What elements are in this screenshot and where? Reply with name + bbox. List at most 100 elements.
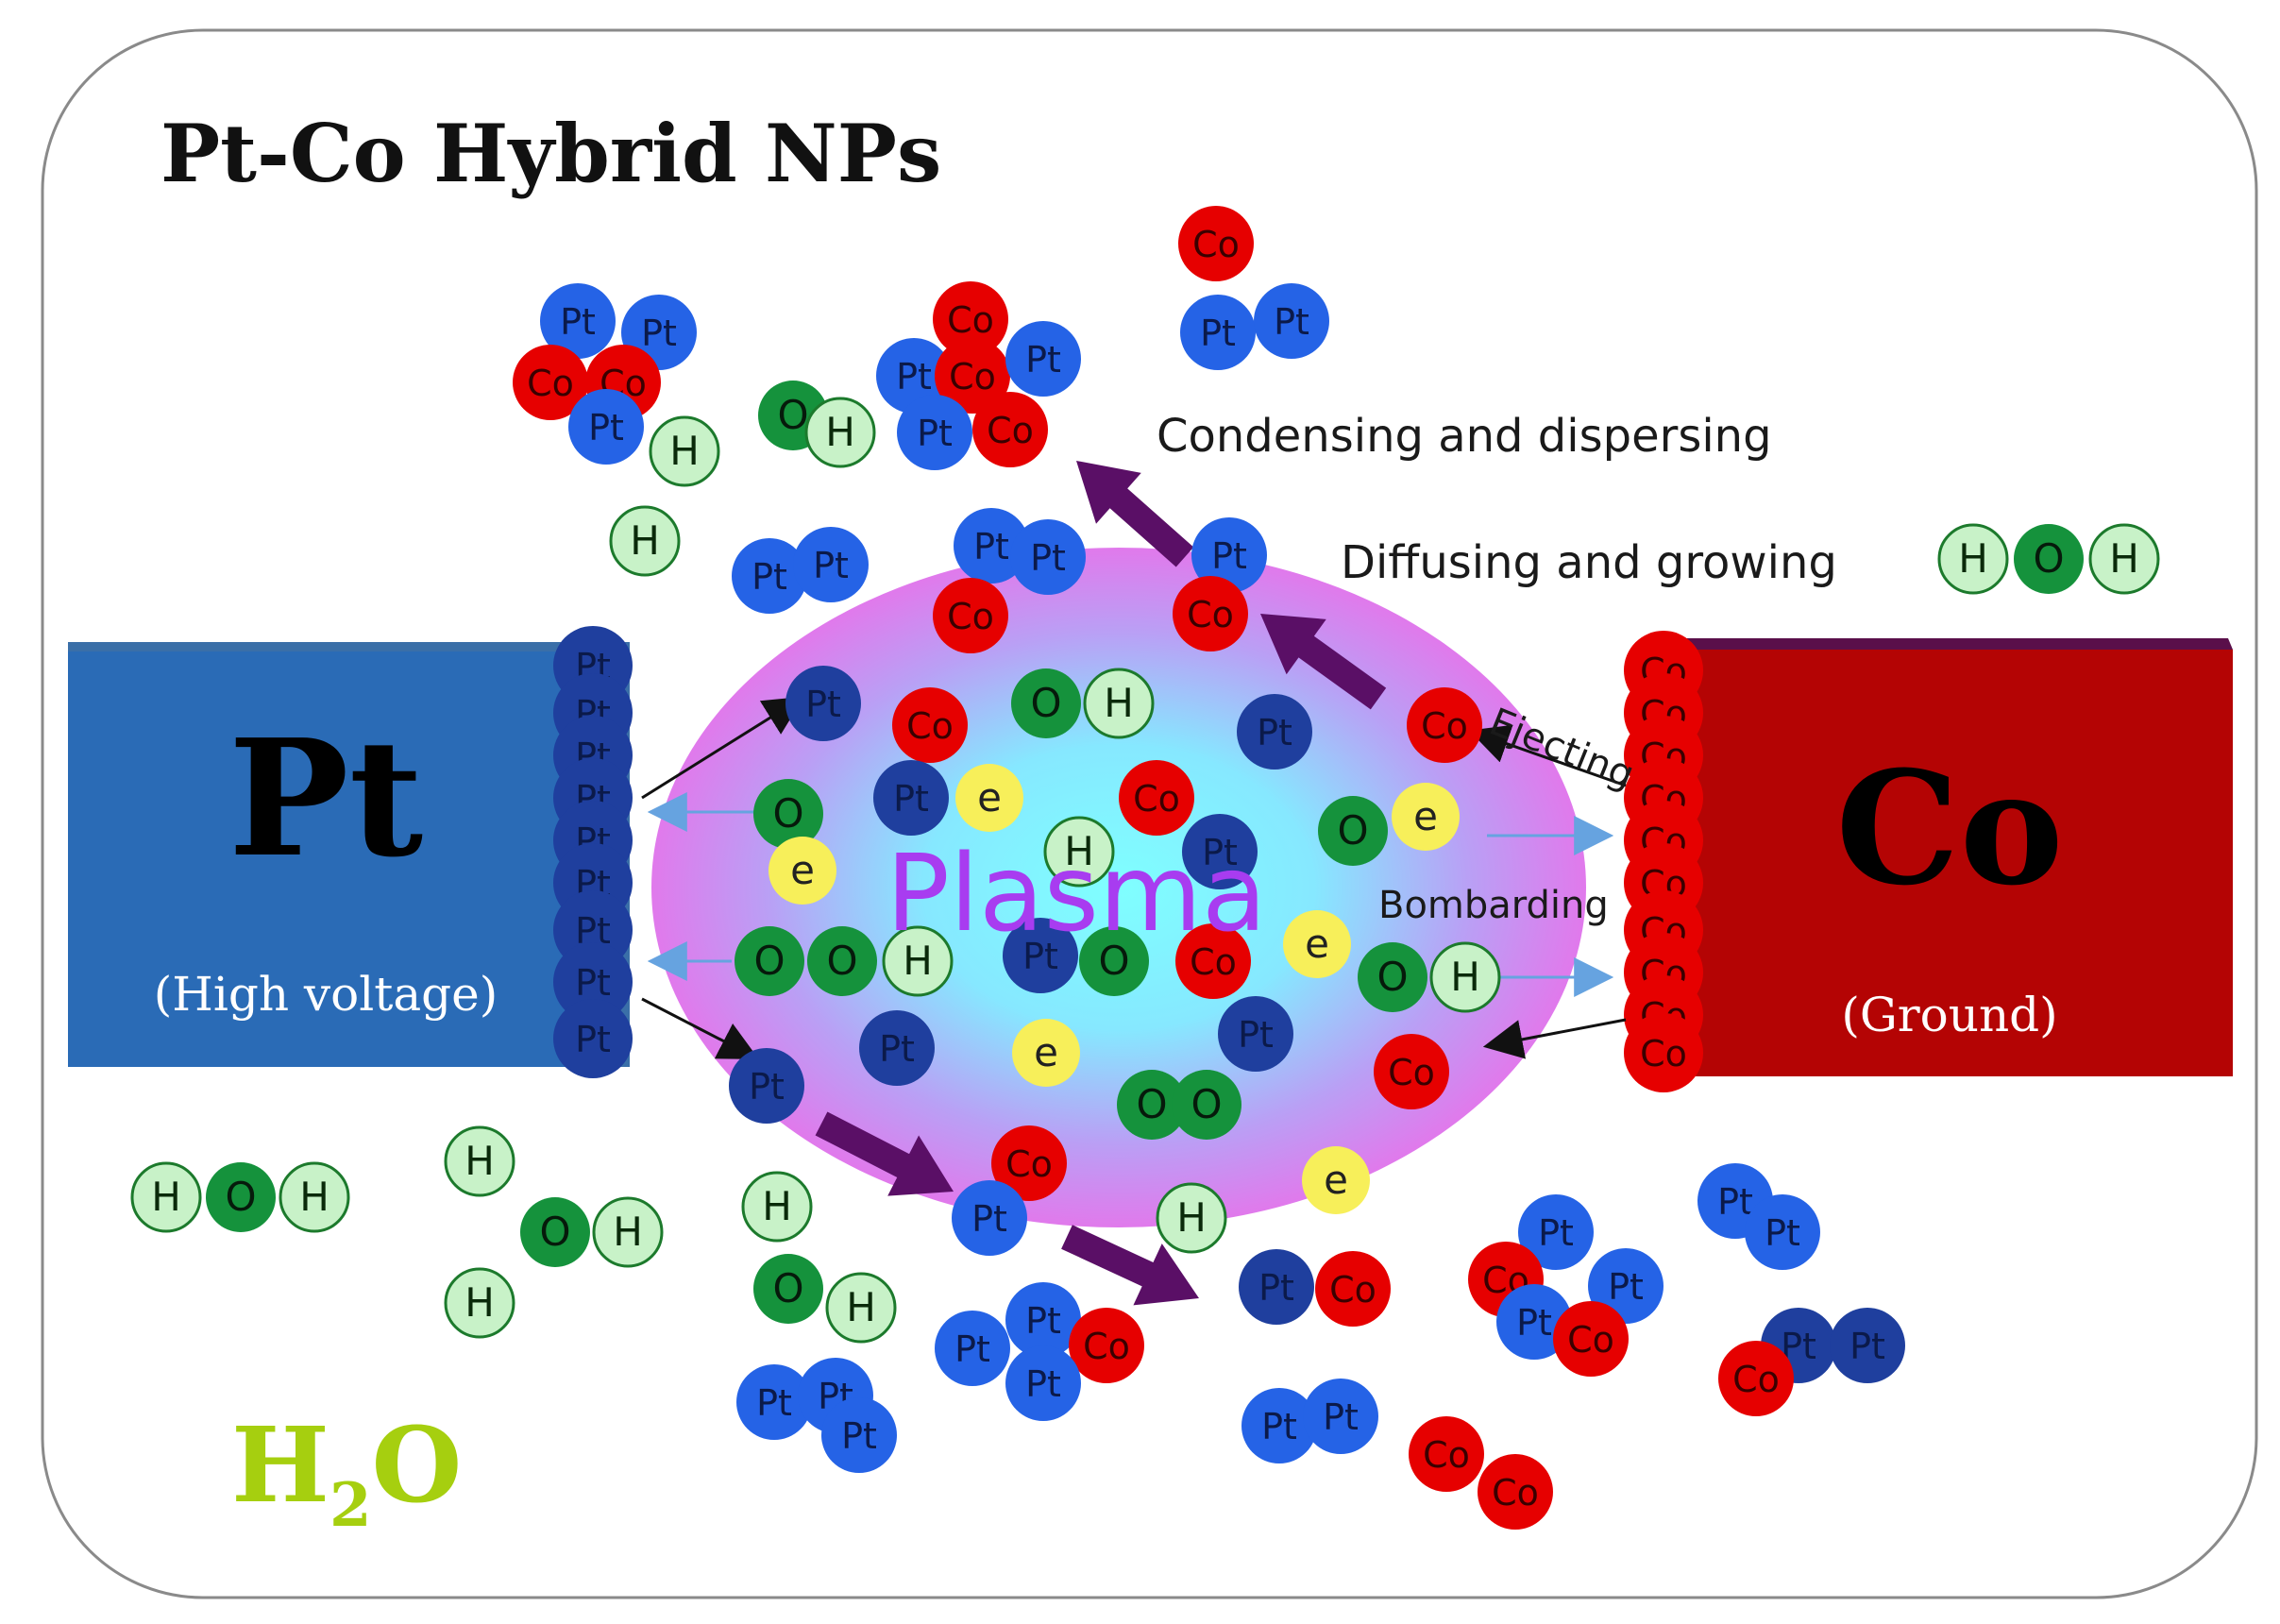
- atom-symbol: Pt: [1323, 1396, 1359, 1438]
- atom-symbol: Co: [1567, 1319, 1614, 1361]
- co-atom: Co: [991, 1125, 1067, 1201]
- o-atom: O: [206, 1162, 276, 1232]
- h-atom: H: [741, 1171, 813, 1243]
- label-diffusing: Diffusing and growing: [1341, 536, 1837, 589]
- co-atom: Co: [933, 578, 1008, 653]
- co-atom: Co: [935, 338, 1010, 414]
- e-atom: e: [1012, 1019, 1080, 1087]
- co-surface-atoms: CoCoCoCoCoCoCoCoCoCo: [1624, 631, 1703, 1092]
- pt-atom: Pt: [793, 527, 869, 602]
- atom-symbol: e: [977, 774, 1002, 820]
- pt-atom: Pt: [876, 338, 952, 414]
- atom-symbol: O: [2033, 535, 2064, 582]
- atom-symbol: H: [762, 1183, 792, 1229]
- atom-symbol: Pt: [896, 356, 932, 398]
- atom-symbol: O: [753, 938, 785, 984]
- pt-atom: Pt: [1005, 1345, 1081, 1421]
- atom-symbol: O: [826, 938, 857, 984]
- atom-symbol: Co: [1732, 1359, 1780, 1400]
- pt-atom: Pt: [954, 508, 1029, 584]
- plasma-label: Plasma: [886, 833, 1266, 956]
- atom-symbol: Pt: [1717, 1181, 1753, 1223]
- h-atom: H: [1429, 941, 1501, 1013]
- e-atom: e: [1283, 910, 1351, 978]
- pt-atom: Pt: [729, 1048, 804, 1124]
- atom-symbol: Co: [1329, 1269, 1376, 1311]
- atom-symbol: H: [2109, 535, 2139, 582]
- atom-symbol: Pt: [1025, 1363, 1061, 1405]
- pt-atom: Pt: [732, 538, 807, 614]
- atom-symbol: Pt: [1022, 936, 1058, 977]
- e-atom: e: [768, 837, 836, 905]
- left-electrode-note: (High voltage): [154, 967, 498, 1022]
- o-atom: O: [753, 779, 823, 849]
- pt-atom: Pt: [873, 760, 949, 836]
- o-atom: O: [1011, 668, 1081, 738]
- atom-symbol: H: [1450, 954, 1480, 1000]
- atom-symbol: Co: [1388, 1052, 1435, 1093]
- pt-atom: Pt: [1254, 283, 1329, 359]
- h-atom: H: [609, 505, 681, 577]
- atom-symbol: Co: [947, 596, 994, 637]
- atom-symbol: Pt: [756, 1382, 792, 1424]
- co-atom: Co: [892, 687, 968, 763]
- atom-symbol: Co: [906, 705, 954, 747]
- pt-atom: Pt: [540, 283, 616, 359]
- atom-symbol: Pt: [893, 778, 929, 820]
- atom-symbol: Pt: [813, 545, 849, 586]
- atom-symbol: Co: [1492, 1472, 1539, 1514]
- o-atom: O: [1117, 1070, 1187, 1140]
- atom-symbol: H: [1958, 535, 1988, 582]
- o-atom: O: [1079, 926, 1149, 996]
- pt-atom: Pt: [1830, 1308, 1905, 1383]
- atom-symbol: Co: [1187, 594, 1234, 635]
- atom-symbol: Pt: [1202, 832, 1238, 873]
- co-atom: Co: [1374, 1034, 1449, 1109]
- pt-atom: Pt: [553, 999, 633, 1078]
- atom-symbol: O: [1030, 680, 1061, 726]
- purple-arrow: [1061, 1225, 1199, 1306]
- pt-atom: Pt: [1191, 517, 1267, 593]
- pt-atom: Pt: [568, 389, 644, 465]
- atom-symbol: O: [777, 392, 808, 438]
- pt-atom: Pt: [1518, 1194, 1594, 1270]
- purple-arrow: [1076, 461, 1194, 567]
- h-atom: H: [444, 1125, 515, 1197]
- atom-symbol: Pt: [954, 1328, 990, 1370]
- atom-symbol: Pt: [1538, 1212, 1574, 1254]
- pt-atom: Pt: [1239, 1249, 1314, 1325]
- co-atom: Co: [972, 392, 1048, 467]
- atom-symbol: H: [825, 409, 855, 455]
- atom-symbol: Pt: [1030, 537, 1066, 579]
- atom-symbol: e: [790, 847, 815, 893]
- atom-symbol: Pt: [752, 556, 787, 598]
- atom-symbol: Pt: [1274, 301, 1309, 343]
- pt-atom: Pt: [935, 1311, 1010, 1386]
- e-atom: e: [1302, 1146, 1370, 1214]
- atom-symbol: O: [1376, 954, 1408, 1000]
- atom-symbol: Pt: [973, 526, 1009, 567]
- atom-symbol: Co: [1083, 1326, 1130, 1367]
- atom-symbol: Pt: [1849, 1326, 1885, 1367]
- co-electrode: [1671, 638, 2233, 1076]
- pt-atom: Pt: [1003, 918, 1078, 993]
- left-electrode-symbol: Pt: [228, 704, 423, 893]
- co-atom: Co: [1119, 760, 1194, 836]
- o-atom: O: [2014, 524, 2084, 594]
- pt-atom: Pt: [897, 395, 972, 470]
- atom-symbol: H: [613, 1209, 643, 1255]
- o-atom: O: [758, 381, 828, 450]
- label-condensing: Condensing and dispersing: [1157, 410, 1772, 463]
- pt-atom: Pt: [1005, 1282, 1081, 1358]
- atom-symbol: H: [464, 1138, 495, 1184]
- pt-atom: Pt: [952, 1180, 1027, 1256]
- thin-arrows: [641, 696, 1627, 1059]
- right-electrode-symbol: Co: [1835, 736, 2063, 920]
- pt-atom: Pt: [1237, 694, 1312, 770]
- atom-symbol: O: [1098, 938, 1129, 984]
- atom-symbol: Pt: [588, 407, 624, 448]
- h-atom: H: [592, 1196, 664, 1268]
